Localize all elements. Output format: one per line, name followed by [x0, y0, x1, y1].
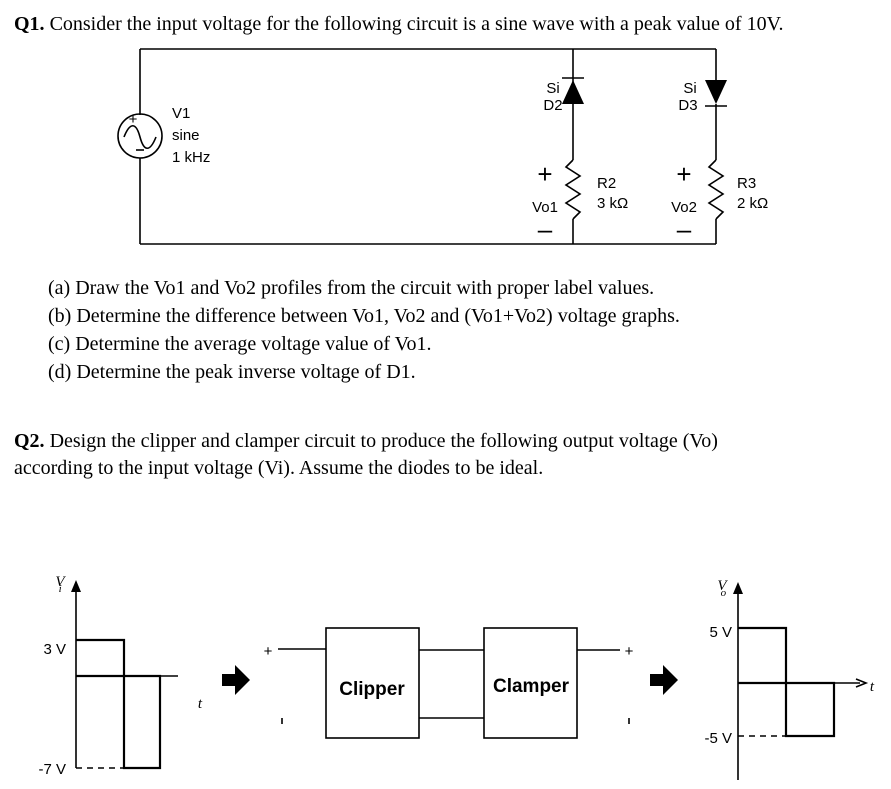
arrow-right-icon [222, 665, 250, 695]
branch-d3-r3: Si D3 R3 2 kΩ + Vo2 – [671, 49, 768, 244]
q2-line2: according to the input voltage (Vi). Ass… [14, 457, 543, 479]
d2-material: Si [546, 80, 559, 97]
vo-neg-level: -5 V [704, 730, 732, 747]
vi-t-label: t [198, 696, 203, 712]
r2-value: 3 kΩ [597, 195, 628, 212]
vo-axis-label: Vo [717, 578, 728, 599]
vi-axis-label: Vi [55, 574, 66, 595]
vi-neg-level: -7 V [38, 761, 66, 778]
branch-d2-r2: Si D2 R2 3 kΩ + Vo1 – [532, 49, 628, 244]
vo1-plus: + [537, 159, 552, 189]
clipper-clamper-chain: + Clipper Clamper + [264, 627, 634, 739]
vo1-minus: – [538, 214, 553, 244]
d3-name: D3 [678, 97, 697, 114]
clamper-label: Clamper [493, 676, 570, 697]
q1-heading: Q1. Consider the input voltage for the f… [14, 13, 783, 35]
vi-square-wave [76, 638, 162, 770]
source-frequency: 1 kHz [172, 149, 210, 166]
vo-pos-level: 5 V [709, 624, 732, 641]
output-plus: + [625, 643, 634, 660]
q1-part-d: (d) Determine the peak inverse voltage o… [48, 361, 416, 383]
source-type: sine [172, 127, 200, 144]
clamper-block [483, 627, 578, 739]
diode-d2-triangle [562, 80, 584, 104]
voltage-source-v1: + V1 sine 1 kHz [117, 105, 210, 166]
r2-name: R2 [597, 175, 616, 192]
resistor-r2-zigzag [564, 159, 582, 220]
q2-heading: Q2. Design the clipper and clamper circu… [14, 430, 718, 452]
clipper-block [325, 627, 420, 739]
clipper-label: Clipper [339, 679, 405, 700]
vo-t-arrowhead [855, 678, 869, 688]
vi-axis-arrowhead [71, 580, 81, 592]
source-name: V1 [172, 105, 190, 122]
q1-text: Consider the input voltage for the follo… [45, 13, 784, 35]
circuit-diagram: + V1 sine 1 kHz Si D2 R2 3 kΩ + Vo1 – [117, 48, 768, 245]
q1-part-b: (b) Determine the difference between Vo1… [48, 305, 680, 327]
vi-pos-level: 3 V [43, 641, 66, 658]
sine-wave-icon [123, 124, 157, 150]
vo1-label: Vo1 [532, 199, 558, 216]
input-plus: + [264, 643, 273, 660]
r3-name: R3 [737, 175, 756, 192]
diode-d3-triangle [705, 80, 727, 104]
vo2-label: Vo2 [671, 199, 697, 216]
r3-value: 2 kΩ [737, 195, 768, 212]
arrow-right-icon [650, 665, 678, 695]
d2-name: D2 [543, 97, 562, 114]
vo2-minus: – [677, 214, 692, 244]
vo-square-wave [738, 626, 836, 738]
q1-part-c: (c) Determine the average voltage value … [48, 333, 432, 355]
q2-line1: Design the clipper and clamper circuit t… [45, 430, 718, 452]
q2-number: Q2. [14, 430, 45, 452]
source-plus: + [129, 111, 138, 128]
vo-t-label: t [870, 679, 875, 695]
source-circle [117, 113, 163, 159]
q1-number: Q1. [14, 13, 45, 35]
vo-axis-arrowhead [733, 582, 743, 594]
output-waveform-graph: Vo 5 V -5 V t [704, 578, 875, 780]
vo2-plus: + [676, 159, 691, 189]
resistor-r3-zigzag [707, 159, 725, 220]
q1-part-a: (a) Draw the Vo1 and Vo2 profiles from t… [48, 277, 654, 299]
input-waveform-graph: Vi 3 V -7 V t [38, 574, 202, 778]
d3-material: Si [683, 80, 696, 97]
